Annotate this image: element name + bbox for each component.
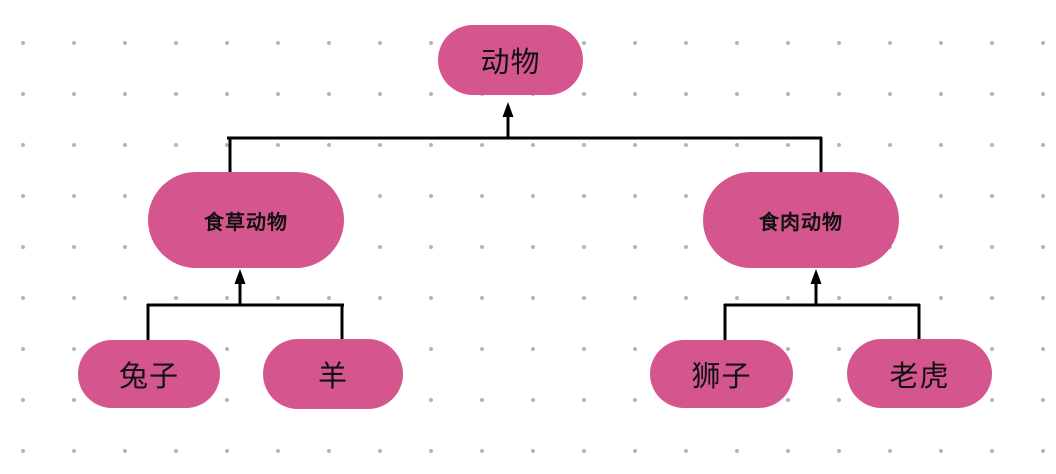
node-lion[interactable]: 狮子 [650,340,793,408]
node-herbivore-label: 食草动物 [204,211,288,234]
node-rabbit[interactable]: 兔子 [78,340,220,408]
node-tiger[interactable]: 老虎 [847,339,992,408]
node-herbivore[interactable]: 食草动物 [148,172,344,268]
edge-group-to-herbivore [146,269,344,340]
edge-group-to-animal [227,102,823,172]
node-carnivore-label: 食肉动物 [759,211,843,234]
node-animal-label: 动物 [480,47,541,79]
arrow-up-icon [234,269,246,284]
node-animal[interactable]: 动物 [438,25,583,95]
node-rabbit-label: 兔子 [118,361,179,393]
node-sheep-label: 羊 [317,361,348,393]
node-lion-label: 狮子 [691,361,752,393]
edge-group-to-carnivore [723,269,921,340]
node-tiger-label: 老虎 [889,360,950,393]
arrow-up-icon [502,102,514,117]
node-sheep[interactable]: 羊 [263,339,403,409]
arrow-up-icon [810,269,822,284]
node-carnivore[interactable]: 食肉动物 [703,172,899,268]
